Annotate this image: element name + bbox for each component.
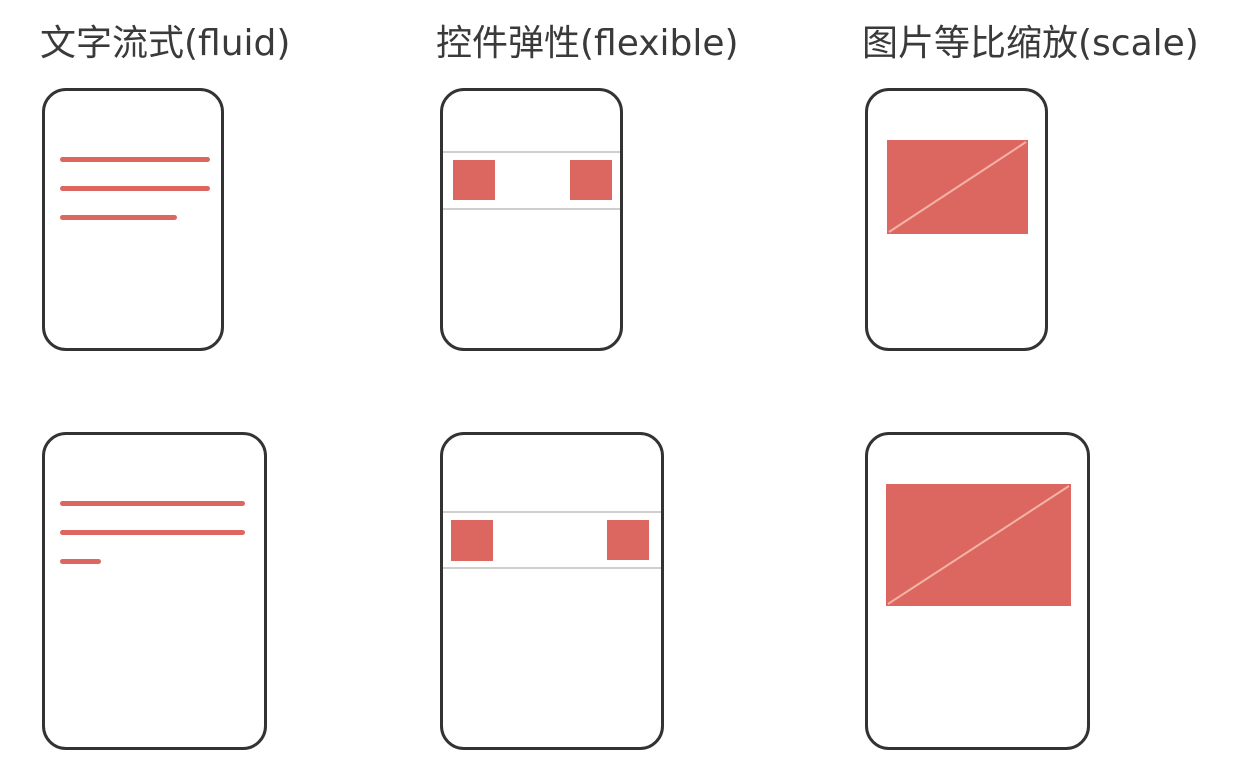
image-diagonal-icon <box>887 485 1070 605</box>
text-line <box>60 501 245 506</box>
phone-scale-large <box>865 432 1090 750</box>
text-line <box>60 186 210 191</box>
control-block-right <box>570 160 612 200</box>
control-block-left <box>453 160 495 200</box>
phone-scale-small <box>865 88 1048 351</box>
image-placeholder <box>886 484 1071 606</box>
phone-flexible-large <box>440 432 664 750</box>
text-line <box>60 157 210 162</box>
title-fluid: 文字流式(fluid) <box>40 23 291 64</box>
separator-line <box>443 567 661 569</box>
title-flexible: 控件弹性(flexible) <box>436 23 739 64</box>
control-block-right <box>607 520 649 560</box>
image-diagonal-icon <box>888 141 1027 233</box>
control-block-left <box>451 520 493 561</box>
phone-flexible-small <box>440 88 623 351</box>
separator-line <box>443 511 661 513</box>
phone-fluid-large <box>42 432 267 750</box>
title-scale: 图片等比缩放(scale) <box>862 23 1199 64</box>
phone-fluid-small <box>42 88 224 351</box>
separator-line <box>443 151 620 153</box>
separator-line <box>443 208 620 210</box>
text-line <box>60 215 177 220</box>
text-line <box>60 530 245 535</box>
image-placeholder <box>887 140 1028 234</box>
text-line <box>60 559 101 564</box>
